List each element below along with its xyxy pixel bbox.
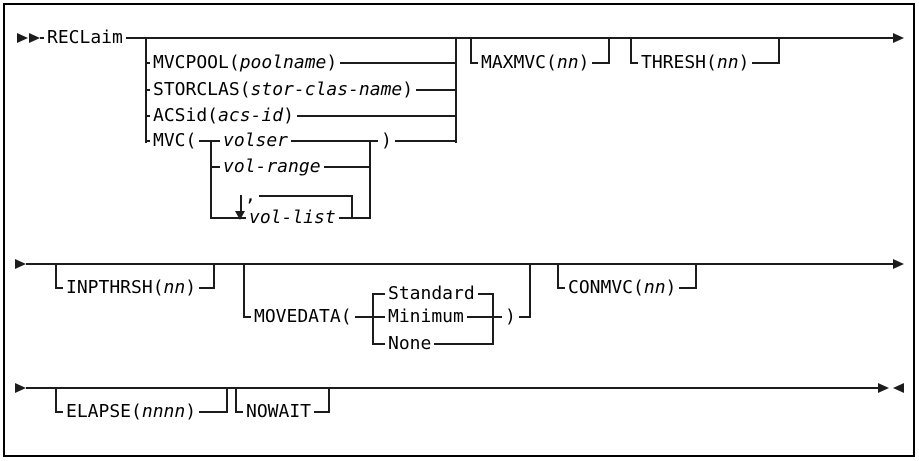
continue-arrow-icon [15,383,26,393]
option-acsid: ACSid(acs-id) [150,105,297,127]
rail-movedata-inner-right [492,293,494,345]
rail-mvc-inner-right [369,140,371,219]
rail-mvc-inner-left [210,140,212,219]
rail-branch-acsid [145,115,457,117]
option-thresh: THRESH(nn) [638,52,753,74]
option-mvc-close: ) [378,130,395,152]
rail-movedata-right [529,263,531,318]
continue-arrow-icon [893,259,904,269]
rail-elapse-right [226,387,228,413]
diagram-border [3,3,915,457]
value-volser: volser [220,130,292,152]
start-arrow-icon [17,33,28,43]
end-arrow-icon [878,383,889,393]
rail-elapse-left [55,387,57,413]
option-mvcpool: MVCPOOL(poolname) [150,52,341,74]
option-elapse: ELAPSE(nnnn) [63,401,200,423]
continue-arrow-icon [893,33,904,43]
value-vol-list: vol-list [246,207,339,229]
option-movedata-open: MOVEDATA( [251,306,355,328]
option-maxmvc: MAXMVC(nn) [478,52,593,74]
option-conmvc: CONMVC(nn) [565,277,680,299]
rail-inpthrsh-right [213,263,215,289]
value-vol-range: vol-range [220,156,324,178]
value-none: None [385,333,435,355]
rail-conmvc-left [557,263,559,289]
value-minimum: Minimum [385,306,467,328]
rail-maxmvc-left [470,37,472,64]
rail-nowait-right [328,387,330,413]
option-storclas: STORCLAS(stor-clas-name) [150,79,417,101]
value-standard: Standard [385,283,478,305]
rail-branch-mvc [145,140,457,142]
rail-repeat-top [240,195,353,197]
option-movedata-close: ) [502,306,519,328]
rail-maxmvc-right [608,37,610,64]
end-back-arrow-icon [893,383,904,393]
rail-main-row1 [40,37,896,39]
rail-thresh-right [778,37,780,64]
rail-main-row2 [26,263,896,265]
option-mvc-open: MVC( [150,130,200,152]
command-keyword: RECLaim [44,27,126,49]
rail-repeat-right [351,195,353,219]
continue-arrow-icon [15,259,26,269]
rail-thresh-left [630,37,632,64]
rail-nowait-left [235,387,237,413]
rail-movedata-left [243,263,245,318]
rail-movedata-inner-left [372,293,374,345]
rail-main-row3 [26,387,878,389]
repeat-down-arrow-icon [235,211,245,220]
rail-repeat-left [240,195,242,212]
rail-inpthrsh-left [55,263,57,289]
option-nowait: NOWAIT [243,401,315,423]
option-inpthrsh: INPTHRSH(nn) [63,277,200,299]
start-arrow-icon [29,33,40,43]
repeat-separator: , [242,185,259,207]
rail-conmvc-right [695,263,697,289]
